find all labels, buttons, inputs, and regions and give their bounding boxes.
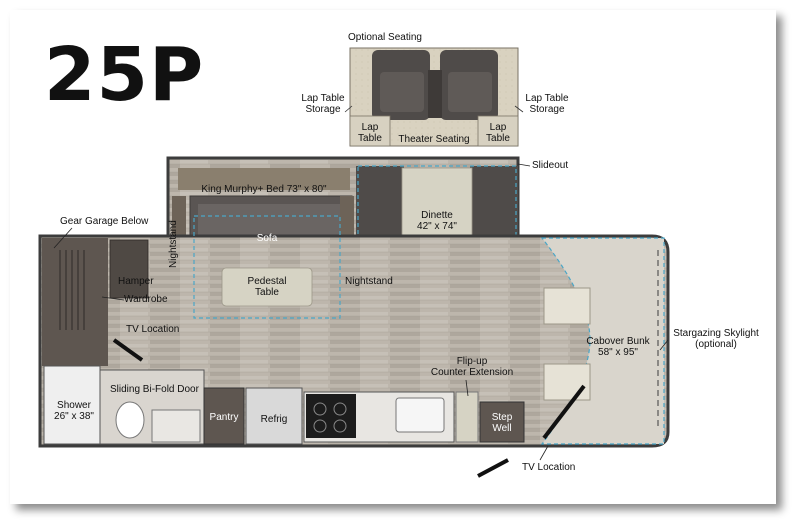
leader-lines (53, 163, 669, 461)
flip-up-label: Flip-up Counter Extension (430, 356, 514, 378)
wardrobe-label: Wardrobe (124, 294, 168, 305)
lap-table-storage-left-label: Lap Table Storage (301, 93, 345, 115)
lap-table-right-label: Lap Table (486, 122, 510, 144)
slideout-label: Slideout (532, 160, 569, 171)
step-well-label: Step Well (491, 412, 513, 434)
theater-seating-label: Theater Seating (398, 134, 470, 145)
pedestal-table-label: Pedestal Table (247, 276, 287, 298)
bifold-door-label: Sliding Bi-Fold Door (110, 384, 199, 395)
hamper-label: Hamper (118, 276, 154, 287)
model-title: 25P (44, 32, 205, 118)
tv-location-1-label: TV Location (126, 324, 180, 335)
refrig-label: Refrig (260, 414, 288, 425)
pantry-label: Pantry (209, 412, 239, 423)
dinette-label: Dinette 42" x 74" (417, 210, 457, 232)
lap-table-left-label: Lap Table (358, 122, 382, 144)
tv-location-2-label: TV Location (522, 462, 576, 473)
theater-seating-inset (349, 47, 519, 147)
optional-seating-label: Optional Seating (348, 32, 422, 43)
king-bed-label: King Murphy+ Bed 73" x 80" (201, 184, 327, 195)
sofa-label: Sofa (256, 233, 278, 244)
lap-table-storage-right-label: Lap Table Storage (525, 93, 569, 115)
nightstand-left-label: Nightstand (168, 220, 179, 268)
stargazing-skylight-label: Stargazing Skylight (optional) (673, 328, 759, 350)
nightstand-right-label: Nightstand (345, 276, 393, 287)
shower-label: Shower 26" x 38" (54, 400, 94, 422)
main-body (38, 215, 670, 478)
cabover-bunk-label: Cabover Bunk 58" x 95" (586, 336, 650, 358)
gear-garage-label: Gear Garage Below (60, 216, 149, 227)
